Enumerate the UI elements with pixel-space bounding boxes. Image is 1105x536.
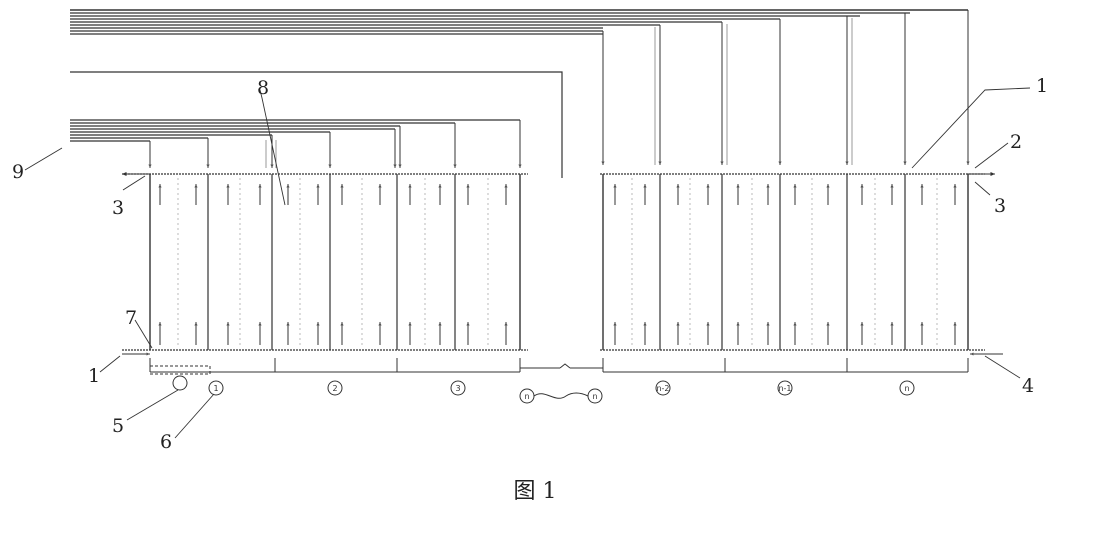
module-label-mid-a: n <box>524 392 529 401</box>
callout-9: 9 <box>12 161 24 183</box>
left-feed-lines <box>150 120 520 168</box>
flow-arrows <box>160 184 955 345</box>
left-supply-pipe <box>70 120 520 141</box>
header-outlet-arrows <box>122 174 1003 354</box>
middle-return-pipe <box>70 72 562 178</box>
callout-6: 6 <box>160 431 172 453</box>
callout-3-right: 3 <box>994 195 1006 217</box>
figure-caption: 图 1 <box>514 479 557 504</box>
ellipsis-wave <box>534 393 588 398</box>
callout-1-right: 1 <box>1036 75 1048 97</box>
left-module-group <box>122 174 528 374</box>
callout-3-left: 3 <box>112 197 124 219</box>
callout-1-left: 1 <box>88 365 100 387</box>
callout-8: 8 <box>257 77 269 99</box>
module-label-n-1: n-1 <box>778 384 791 393</box>
module-label-3: 3 <box>455 384 460 393</box>
callout-7: 7 <box>125 307 137 329</box>
module-label-n-2: n-2 <box>656 384 669 393</box>
module-markers <box>173 376 914 403</box>
module-label-n: n <box>904 384 909 393</box>
module-label-2: 2 <box>332 384 337 393</box>
bottom-connector <box>520 358 603 368</box>
module-circle-5 <box>173 376 187 390</box>
right-feed-lines <box>603 10 968 165</box>
top-supply-pipe <box>70 10 968 34</box>
callout-4: 4 <box>1022 375 1034 397</box>
right-module-group <box>600 174 985 372</box>
module-label-mid-b: n <box>592 392 597 401</box>
module-label-1: 1 <box>213 384 218 393</box>
callout-2: 2 <box>1010 131 1022 153</box>
callout-5: 5 <box>112 415 124 437</box>
